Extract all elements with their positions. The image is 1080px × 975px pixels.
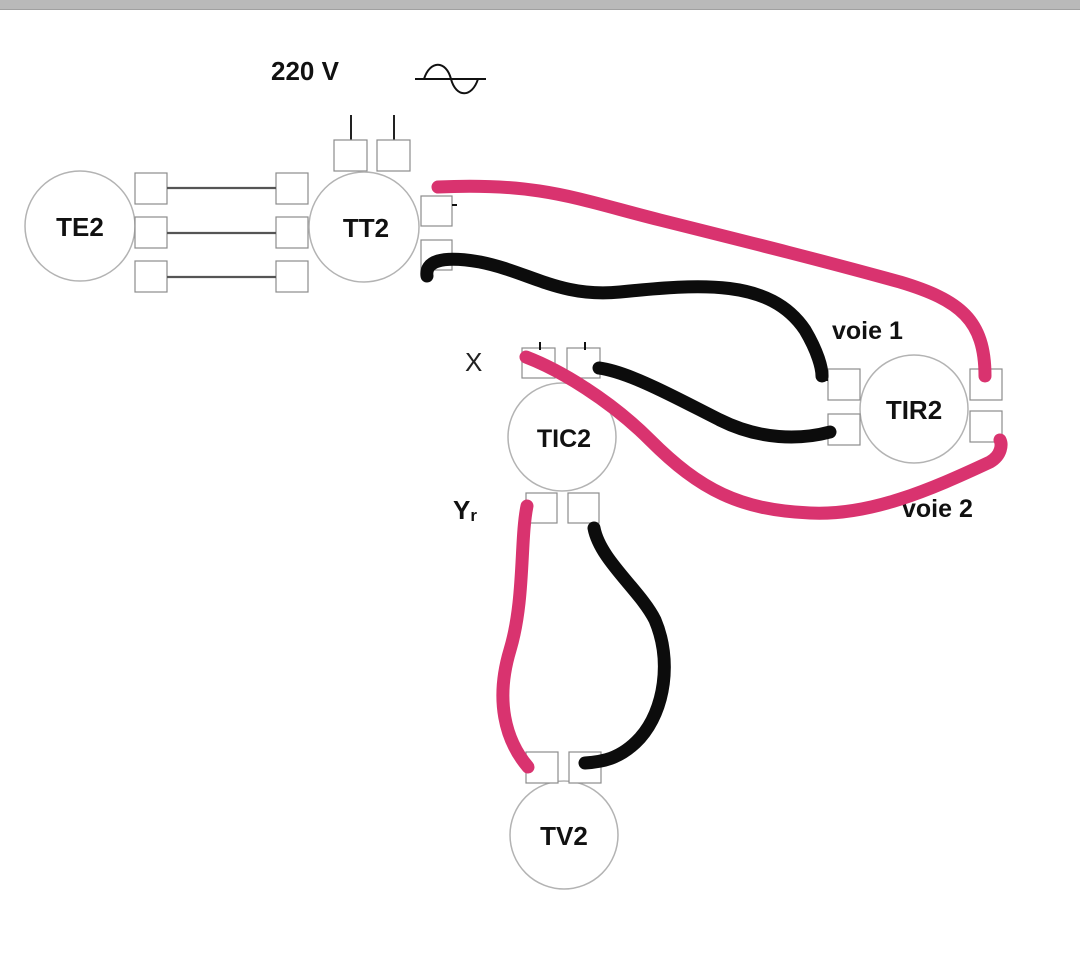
te2-terminal-3[interactable] <box>134 260 168 293</box>
module-te2[interactable]: TE2 <box>24 170 136 282</box>
module-tv2-label: TV2 <box>540 821 588 851</box>
tir2-voie1-terminal-left[interactable] <box>827 368 861 401</box>
black-wire-tt2-to-tir2[interactable] <box>420 252 829 383</box>
power-terminal-right[interactable] <box>376 115 411 172</box>
module-tir2[interactable]: TIR2 <box>859 354 969 464</box>
voie1-label: voie 1 <box>832 317 903 345</box>
module-tir2-label: TIR2 <box>886 395 942 425</box>
pink-wire-tt2-to-tir2[interactable] <box>431 179 992 383</box>
module-tic2-label: TIC2 <box>537 425 591 453</box>
pink-wire-tic2-to-tir2[interactable] <box>519 350 1008 520</box>
top-border <box>0 0 1080 10</box>
tt2-output-terminal-plus[interactable] <box>420 195 453 227</box>
power-terminal-left[interactable] <box>333 115 368 172</box>
tt2-input-terminal-2[interactable] <box>275 216 309 249</box>
black-wire-tic2-to-tv2[interactable] <box>578 521 671 770</box>
te2-terminal-2[interactable] <box>134 216 168 249</box>
tt2-input-terminal-1[interactable] <box>275 172 309 205</box>
black-wire-tic2-to-tir2[interactable] <box>592 361 837 444</box>
module-tt2[interactable]: TT2 <box>308 171 420 283</box>
x-input-label: X <box>465 347 482 377</box>
module-te2-label: TE2 <box>56 212 104 242</box>
module-tic2[interactable]: TIC2 <box>507 382 617 492</box>
tt2-input-terminal-3[interactable] <box>275 260 309 293</box>
ac-sine-icon <box>415 63 486 95</box>
te2-terminal-1[interactable] <box>134 172 168 205</box>
supply-voltage-label: 220 V <box>271 56 340 86</box>
te2-tt2-bus <box>134 172 309 293</box>
y-input-label: Yr <box>453 495 477 525</box>
tic2-y-terminal-2[interactable] <box>567 492 600 524</box>
module-tt2-label: TT2 <box>343 213 389 243</box>
pink-wire-tic2-to-tv2[interactable] <box>496 499 535 774</box>
module-tv2[interactable]: TV2 <box>509 780 619 890</box>
